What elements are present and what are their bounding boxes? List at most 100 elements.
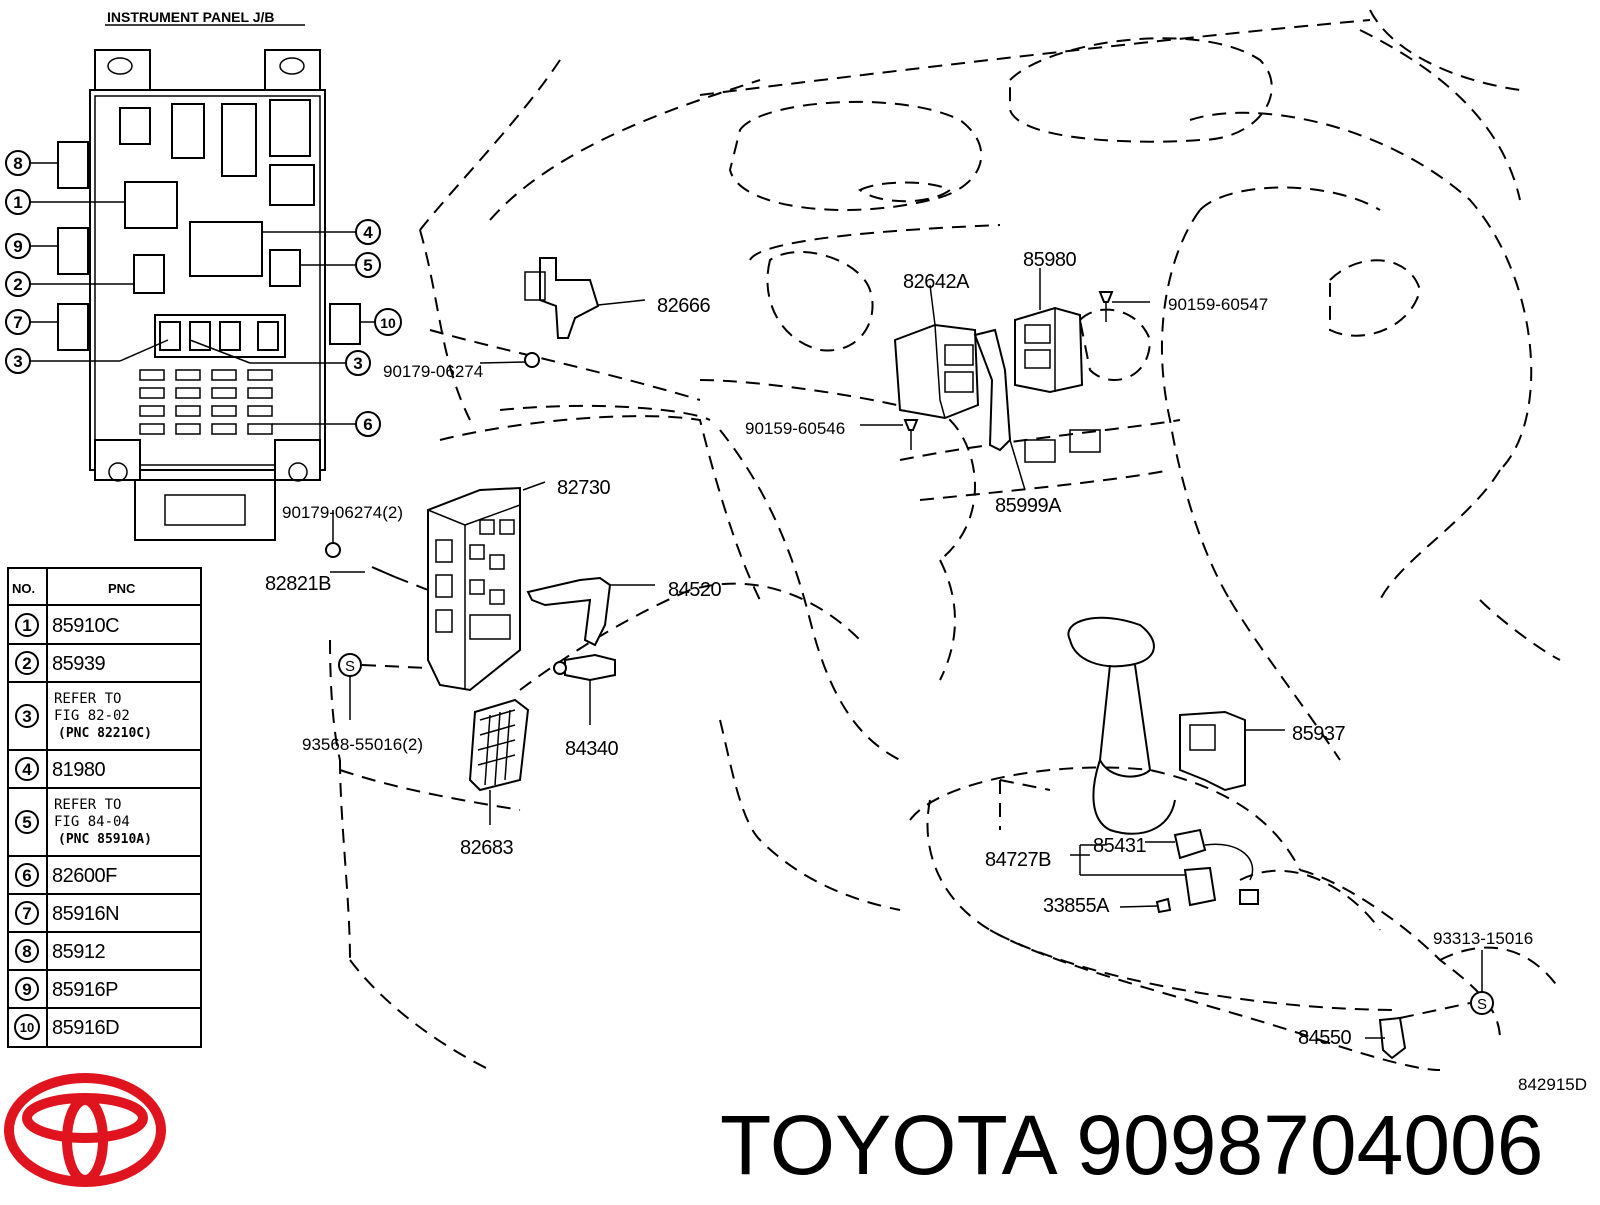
part-82642a-relay	[893, 284, 980, 420]
callout-7: 7	[5, 309, 58, 335]
svg-text:6: 6	[22, 866, 31, 885]
svg-text:3: 3	[22, 707, 31, 726]
table-row: 6 82600F	[15, 863, 118, 887]
svg-text:1: 1	[22, 616, 31, 635]
svg-text:(PNC 85910A): (PNC 85910A)	[58, 832, 152, 847]
svg-text:10: 10	[20, 1020, 34, 1035]
table-header-pnc: PNC	[108, 581, 136, 596]
svg-text:85939: 85939	[52, 653, 105, 675]
callout-6: 6	[272, 411, 381, 437]
junction-block-drawing	[57, 49, 361, 541]
label-82666: 82666	[657, 295, 710, 317]
svg-text:5: 5	[363, 256, 372, 275]
part-84520-bracket	[526, 576, 655, 647]
svg-text:S: S	[1477, 996, 1487, 1013]
table-row: 7 85916N	[15, 901, 120, 925]
part-82666-bracket	[524, 257, 646, 339]
svg-text:FIG 84-04: FIG 84-04	[54, 814, 130, 830]
label-93568: 93568-55016(2)	[302, 735, 423, 754]
callout-3b: 3	[189, 339, 371, 376]
part-labels: 82666 90179-06274 90179-06274(2) 82730 8…	[265, 249, 1587, 1094]
label-85937: 85937	[1292, 723, 1345, 745]
svg-text:REFER TO: REFER TO	[54, 691, 121, 707]
svg-text:85916D: 85916D	[52, 1017, 119, 1039]
nut-90179	[479, 352, 540, 368]
label-90159-60547: 90159-60547	[1168, 295, 1268, 314]
table-row: 10 85916D	[14, 1014, 120, 1040]
part-85980-relay	[1014, 268, 1084, 394]
svg-text:7: 7	[22, 904, 31, 923]
label-82730: 82730	[557, 477, 610, 499]
pnc-table: NO. PNC 1 85910C 2 85939 3 REFER TO FIG …	[7, 567, 202, 1048]
svg-text:4: 4	[363, 223, 373, 242]
logo-vertical-ring	[62, 1095, 108, 1185]
svg-text:7: 7	[13, 313, 22, 332]
table-row: 1 85910C	[15, 613, 120, 637]
svg-text:81980: 81980	[52, 759, 105, 781]
brand-part-number: TOYOTA 9098704006	[720, 1098, 1544, 1192]
callout-9: 9	[5, 233, 58, 259]
screw-93313: S	[1470, 950, 1494, 1015]
screw-93568: S	[338, 653, 429, 720]
bolt-90159-60546	[860, 419, 919, 450]
pin-82821b	[330, 566, 429, 591]
jb-callouts: 8 1 9 2 7 3 4	[5, 150, 402, 437]
callout-5: 5	[300, 252, 381, 278]
svg-text:(PNC 82210C): (PNC 82210C)	[58, 726, 152, 741]
svg-text:S: S	[345, 658, 355, 675]
svg-text:3: 3	[353, 354, 362, 373]
svg-text:85916P: 85916P	[52, 979, 118, 1001]
svg-text:85912: 85912	[52, 941, 105, 963]
svg-text:8: 8	[13, 154, 22, 173]
figure-code: 842915D	[1518, 1075, 1587, 1094]
svg-text:82600F: 82600F	[52, 865, 117, 887]
svg-text:9: 9	[13, 237, 22, 256]
table-row: 9 85916P	[15, 977, 119, 1001]
svg-text:3: 3	[13, 352, 22, 371]
svg-text:FIG 82-02: FIG 82-02	[54, 708, 130, 724]
toyota-logo-icon	[4, 1073, 166, 1187]
svg-text:10: 10	[380, 315, 396, 331]
callout-3: 3	[5, 339, 169, 374]
svg-text:6: 6	[363, 415, 372, 434]
part-85937-module	[1179, 710, 1285, 792]
label-90179-06274-2: 90179-06274(2)	[282, 503, 403, 522]
fuse-grid	[139, 369, 273, 435]
bolt-90159-60547	[1098, 291, 1150, 322]
label-33855a: 33855A	[1043, 895, 1110, 917]
svg-text:2: 2	[22, 654, 31, 673]
label-82642a: 82642A	[903, 271, 970, 293]
part-85999a-bracket	[973, 328, 1101, 491]
label-93313: 93313-15016	[1433, 929, 1533, 948]
svg-text:85916N: 85916N	[52, 903, 119, 925]
dashboard-outline	[329, 9, 1561, 1071]
svg-text:4: 4	[22, 760, 32, 779]
label-84520: 84520	[668, 579, 721, 601]
part-84340-switch	[553, 653, 616, 725]
svg-text:5: 5	[22, 813, 31, 832]
table-row: 4 81980	[15, 757, 106, 781]
gear-shift	[1067, 616, 1176, 835]
part-84550-switch	[1365, 1002, 1471, 1060]
label-84550: 84550	[1298, 1027, 1351, 1049]
table-row: 5 REFER TO FIG 84-04 (PNC 85910A)	[15, 797, 152, 847]
label-84727b: 84727B	[985, 849, 1051, 871]
callout-8: 8	[5, 150, 58, 176]
label-82683: 82683	[460, 837, 513, 859]
callout-4: 4	[262, 219, 381, 245]
svg-text:REFER TO: REFER TO	[54, 797, 121, 813]
label-85980: 85980	[1023, 249, 1076, 271]
table-row: 2 85939	[15, 651, 106, 675]
callout-2: 2	[5, 271, 134, 297]
label-90179-06274: 90179-06274	[383, 362, 483, 381]
part-82683-fuse-panel	[468, 698, 530, 825]
svg-text:8: 8	[22, 942, 31, 961]
label-84340: 84340	[565, 738, 618, 760]
table-row: 8 85912	[15, 939, 106, 963]
callout-1: 1	[5, 189, 125, 215]
part-85431-switch	[1145, 828, 1259, 905]
svg-text:85910C: 85910C	[52, 615, 119, 637]
clip-33855a	[1119, 897, 1172, 914]
